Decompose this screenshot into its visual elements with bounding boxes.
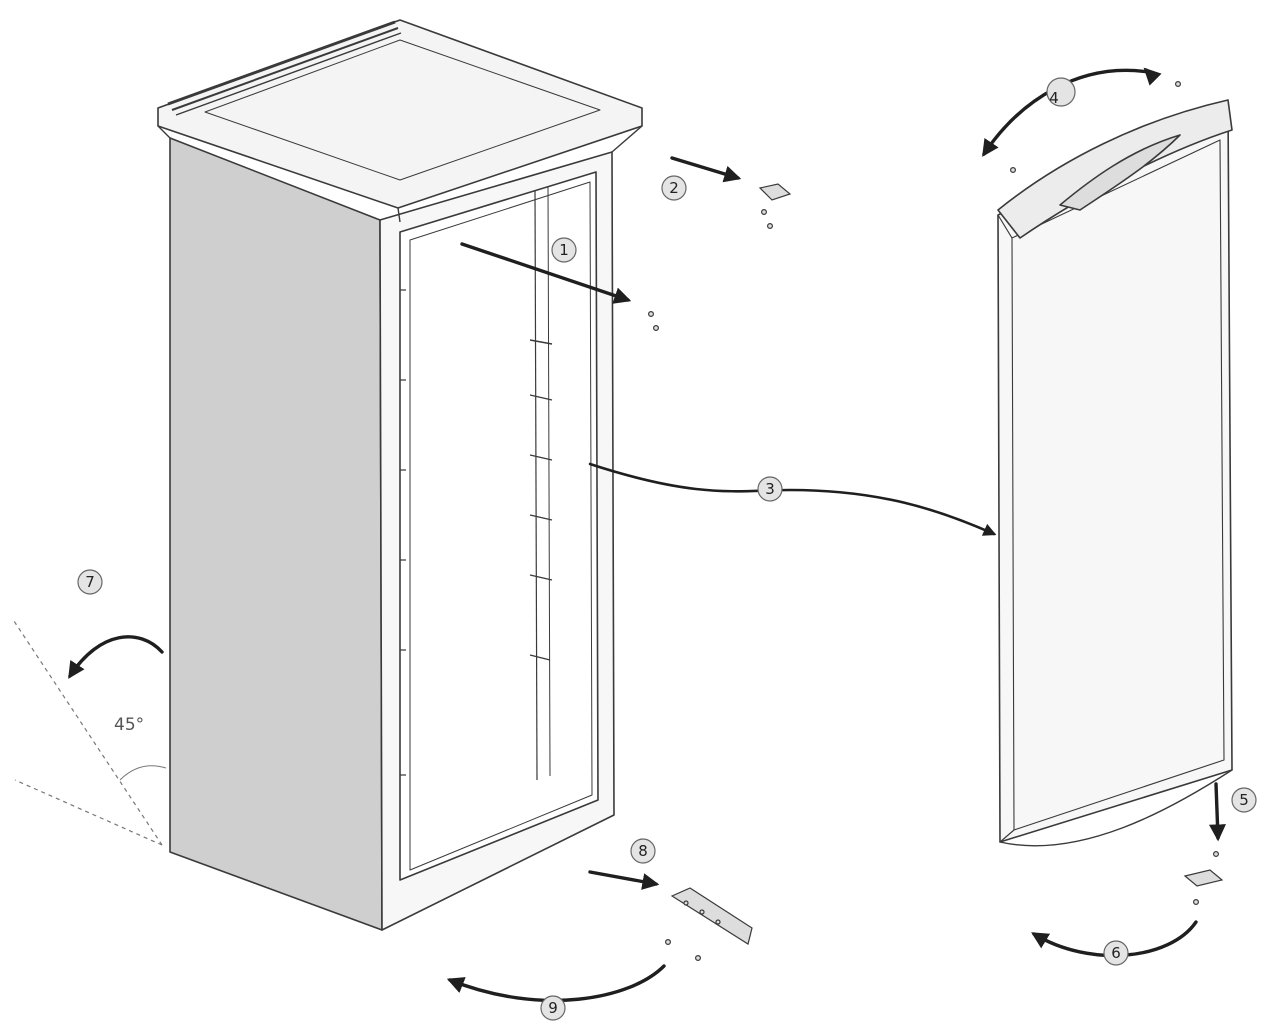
arrow-step-9 <box>446 964 666 1003</box>
arrows <box>68 67 1226 1003</box>
step-label-6: 6 <box>1111 944 1121 962</box>
step-label-3: 3 <box>765 480 775 498</box>
fridge-cabinet <box>157 19 643 931</box>
step-label-4: 4 <box>1049 89 1059 107</box>
step-label-5: 5 <box>1239 791 1249 809</box>
angle-label: 45° <box>114 715 144 735</box>
fridge-door <box>997 99 1233 847</box>
step-badge-8: 8 <box>630 838 656 864</box>
bottom-hinge-bracket-icon <box>670 887 753 945</box>
top-hinge-icon <box>758 183 792 201</box>
step-badge-6: 6 <box>1103 940 1129 966</box>
step-label-1: 1 <box>559 241 569 259</box>
step-label-2: 2 <box>669 179 679 197</box>
step-badge-5: 5 <box>1231 787 1257 813</box>
cabinet-side-panel <box>169 137 383 931</box>
arrow-step-1 <box>460 242 632 304</box>
step-badge-3: 3 <box>757 476 783 502</box>
step-label-7: 7 <box>85 573 95 591</box>
arrow-step-5 <box>1209 782 1226 842</box>
tilt-angle-indicator <box>11 617 167 846</box>
bottom-door-hinge-icon <box>1183 869 1224 887</box>
step-badge-7: 7 <box>77 569 103 595</box>
step-badges: 1 2 3 4 5 6 7 8 <box>77 77 1257 1021</box>
screw-icon <box>647 311 654 318</box>
step-label-9: 9 <box>548 999 558 1017</box>
arrow-step-8 <box>588 870 660 890</box>
angle-dashed-line-upper <box>11 617 163 846</box>
arrow-step-3 <box>588 462 997 536</box>
step-label-8: 8 <box>638 842 648 860</box>
hardware-parts <box>647 80 1224 961</box>
step-badge-2: 2 <box>661 175 687 201</box>
arrow-step-7 <box>68 635 164 679</box>
step-badge-4: 4 <box>1046 77 1076 107</box>
arrow-step-2 <box>670 156 742 183</box>
step-badge-9: 9 <box>540 995 566 1021</box>
step-badge-1: 1 <box>551 237 577 263</box>
angle-dashed-line-lower <box>14 779 163 846</box>
